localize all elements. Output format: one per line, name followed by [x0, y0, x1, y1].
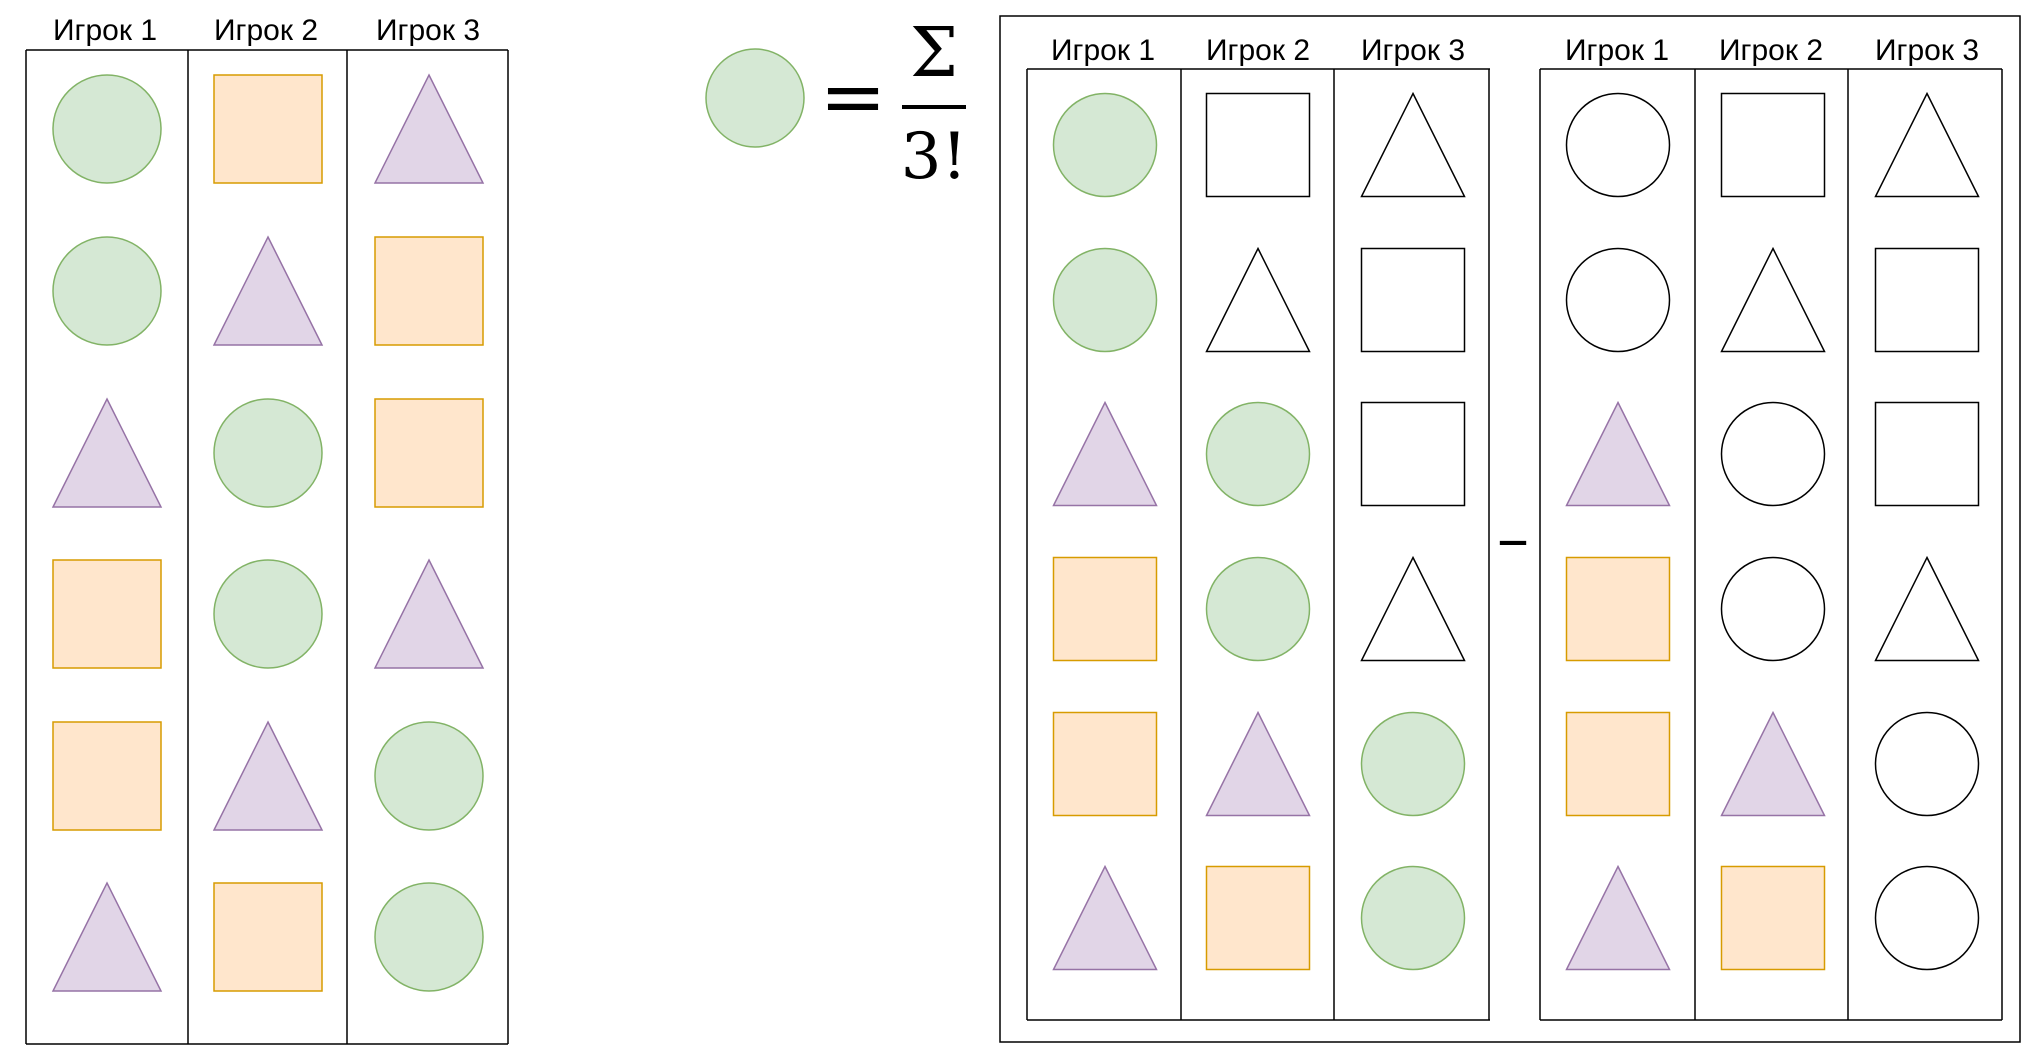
circle-icon — [1565, 247, 1671, 353]
right-header-player-1: Игрок 1 — [1565, 34, 1669, 67]
triangle-icon — [373, 558, 485, 669]
circle-icon — [1052, 247, 1158, 353]
triangle-icon — [1565, 400, 1671, 507]
triangle-icon — [1720, 710, 1826, 817]
circle-icon — [213, 398, 323, 508]
circle-icon — [1720, 556, 1826, 662]
triangle-icon — [1052, 864, 1158, 971]
triangle-icon — [51, 397, 163, 508]
square-icon — [52, 559, 162, 669]
circle-icon — [374, 721, 484, 831]
square-icon — [1205, 865, 1311, 971]
square-icon — [52, 721, 162, 831]
square-icon — [1052, 556, 1158, 662]
formula-numerator: Σ — [910, 14, 958, 93]
square-icon — [1874, 401, 1980, 507]
circle-icon — [1565, 92, 1671, 198]
triangle-icon — [51, 881, 163, 992]
triangle-icon — [1874, 555, 1980, 662]
square-icon — [1052, 711, 1158, 817]
triangle-icon — [1205, 246, 1311, 353]
triangle-icon — [1360, 555, 1466, 662]
triangle-icon — [212, 720, 324, 831]
circle-icon — [1205, 401, 1311, 507]
circle-icon — [213, 559, 323, 669]
square-icon — [374, 398, 484, 508]
square-icon — [1565, 556, 1671, 662]
main-table-shapes — [51, 73, 485, 992]
square-icon — [1720, 92, 1826, 198]
circle-icon — [374, 882, 484, 992]
main-header-player-3: Игрок 3 — [376, 14, 480, 47]
circle-icon — [1874, 865, 1980, 971]
square-icon — [1360, 247, 1466, 353]
expression-frame — [999, 15, 2021, 1043]
square-icon — [1720, 865, 1826, 971]
triangle-icon — [1360, 91, 1466, 198]
left-sub-table-shapes — [1052, 91, 1466, 971]
triangle-icon — [212, 235, 324, 346]
left-header-player-2: Игрок 2 — [1206, 34, 1310, 67]
triangle-icon — [1052, 400, 1158, 507]
left-header-player-1: Игрок 1 — [1051, 34, 1155, 67]
triangle-icon — [373, 73, 485, 184]
main-table: Игрок 1 Игрок 2 Игрок 3 — [25, 14, 509, 1045]
right-header-player-2: Игрок 2 — [1719, 34, 1823, 67]
formula: = Σ 3! — [705, 14, 967, 194]
square-icon — [374, 236, 484, 346]
left-sub-table: Игрок 1 Игрок 2 Игрок 3 — [1026, 34, 1490, 1021]
main-header-player-2: Игрок 2 — [214, 14, 318, 47]
left-header-player-3: Игрок 3 — [1361, 34, 1465, 67]
triangle-icon — [1205, 710, 1311, 817]
formula-denominator: 3! — [901, 120, 967, 194]
square-icon — [1874, 247, 1980, 353]
formula-minus: – — [1497, 502, 1529, 576]
square-icon — [1205, 92, 1311, 198]
circle-icon — [1205, 556, 1311, 662]
square-icon — [1360, 401, 1466, 507]
square-icon — [213, 74, 323, 184]
triangle-icon — [1720, 246, 1826, 353]
right-sub-table-shapes — [1565, 91, 1980, 971]
formula-equals: = — [819, 50, 886, 143]
circle-icon — [1360, 711, 1466, 817]
circle-icon — [52, 236, 162, 346]
square-icon — [213, 882, 323, 992]
square-icon — [1565, 711, 1671, 817]
right-sub-table: Игрок 1 Игрок 2 Игрок 3 — [1539, 34, 2003, 1021]
circle-icon — [1874, 711, 1980, 817]
right-header-player-3: Игрок 3 — [1875, 34, 1979, 67]
triangle-icon — [1874, 91, 1980, 198]
circle-icon — [1052, 92, 1158, 198]
circle-icon — [52, 74, 162, 184]
formula-circle-icon — [705, 48, 805, 148]
circle-icon — [1360, 865, 1466, 971]
triangle-icon — [1565, 864, 1671, 971]
main-header-player-1: Игрок 1 — [53, 14, 157, 47]
circle-icon — [1720, 401, 1826, 507]
